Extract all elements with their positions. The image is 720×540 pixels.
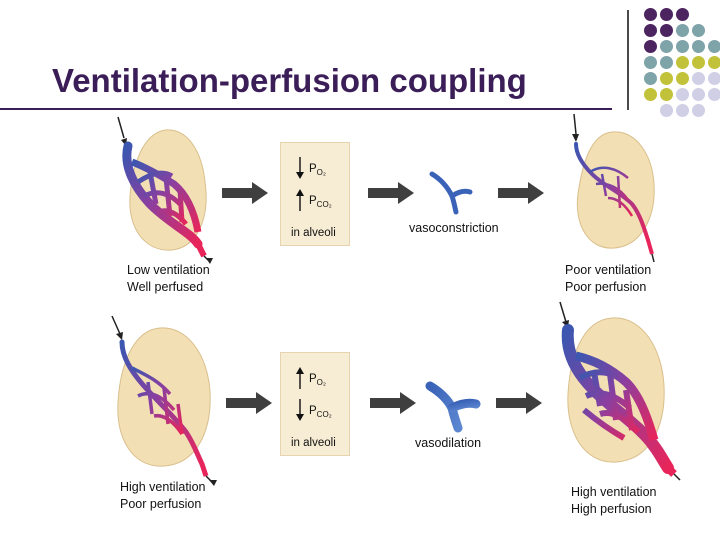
dilated-vessel	[425, 381, 481, 433]
in-alveoli-label: in alveoli	[291, 437, 336, 449]
right-arrow-icon	[368, 182, 414, 204]
title-underline	[0, 108, 612, 110]
arrow-down-icon	[296, 399, 304, 421]
alveolus-high-ventilation-high-perfusion	[559, 301, 681, 481]
pco2-label: PCO₂	[309, 405, 332, 419]
arrow-up-icon	[296, 189, 304, 211]
label-line-1: Poor ventilation	[565, 263, 652, 277]
gas-panel-row2: PO₂ PCO₂ in alveoli	[280, 352, 350, 456]
label-line-2: Well perfused	[127, 280, 204, 294]
arrow-up-icon	[296, 367, 304, 389]
right-arrow-icon	[226, 392, 272, 414]
po2-label: PO₂	[309, 163, 326, 177]
label-line-1: High ventilation	[120, 480, 206, 494]
alveolus-high-ventilation-poor-perfusion	[111, 315, 217, 486]
constricted-vessel	[429, 171, 473, 215]
vertical-divider	[627, 10, 629, 110]
pco2-label: PCO₂	[309, 195, 332, 209]
in-alveoli-label: in alveoli	[291, 227, 336, 239]
po2-label: PO₂	[309, 373, 326, 387]
right-arrow-icon	[222, 182, 268, 204]
caption-vasoconstriction: vasoconstriction	[409, 221, 499, 235]
arrow-down-icon	[296, 157, 304, 179]
label-low-ventilation: Low ventilation Well perfused	[127, 262, 210, 296]
caption-vasodilation: vasodilation	[415, 436, 482, 450]
page-title: Ventilation-perfusion coupling	[52, 62, 527, 99]
label-line-2: Poor perfusion	[120, 497, 202, 511]
gas-panel-row1: PO₂ PCO₂ in alveoli	[280, 142, 350, 246]
alveolus-poor-ventilation	[572, 113, 655, 263]
label-line-2: Poor perfusion	[565, 280, 647, 294]
right-arrow-icon	[498, 182, 544, 204]
right-arrow-icon	[370, 392, 416, 414]
label-line-2: High perfusion	[571, 502, 652, 516]
decorative-dot-grid	[636, 8, 720, 120]
label-high-ventilation-poor-perfusion: High ventilation Poor perfusion	[120, 479, 205, 513]
alveolus-low-ventilation	[117, 116, 213, 264]
label-poor-ventilation: Poor ventilation Poor perfusion	[565, 262, 651, 296]
right-arrow-icon	[496, 392, 542, 414]
label-line-1: Low ventilation	[127, 263, 210, 277]
label-line-1: High ventilation	[571, 485, 657, 499]
label-high-ventilation-high-perfusion: High ventilation High perfusion	[571, 484, 656, 518]
